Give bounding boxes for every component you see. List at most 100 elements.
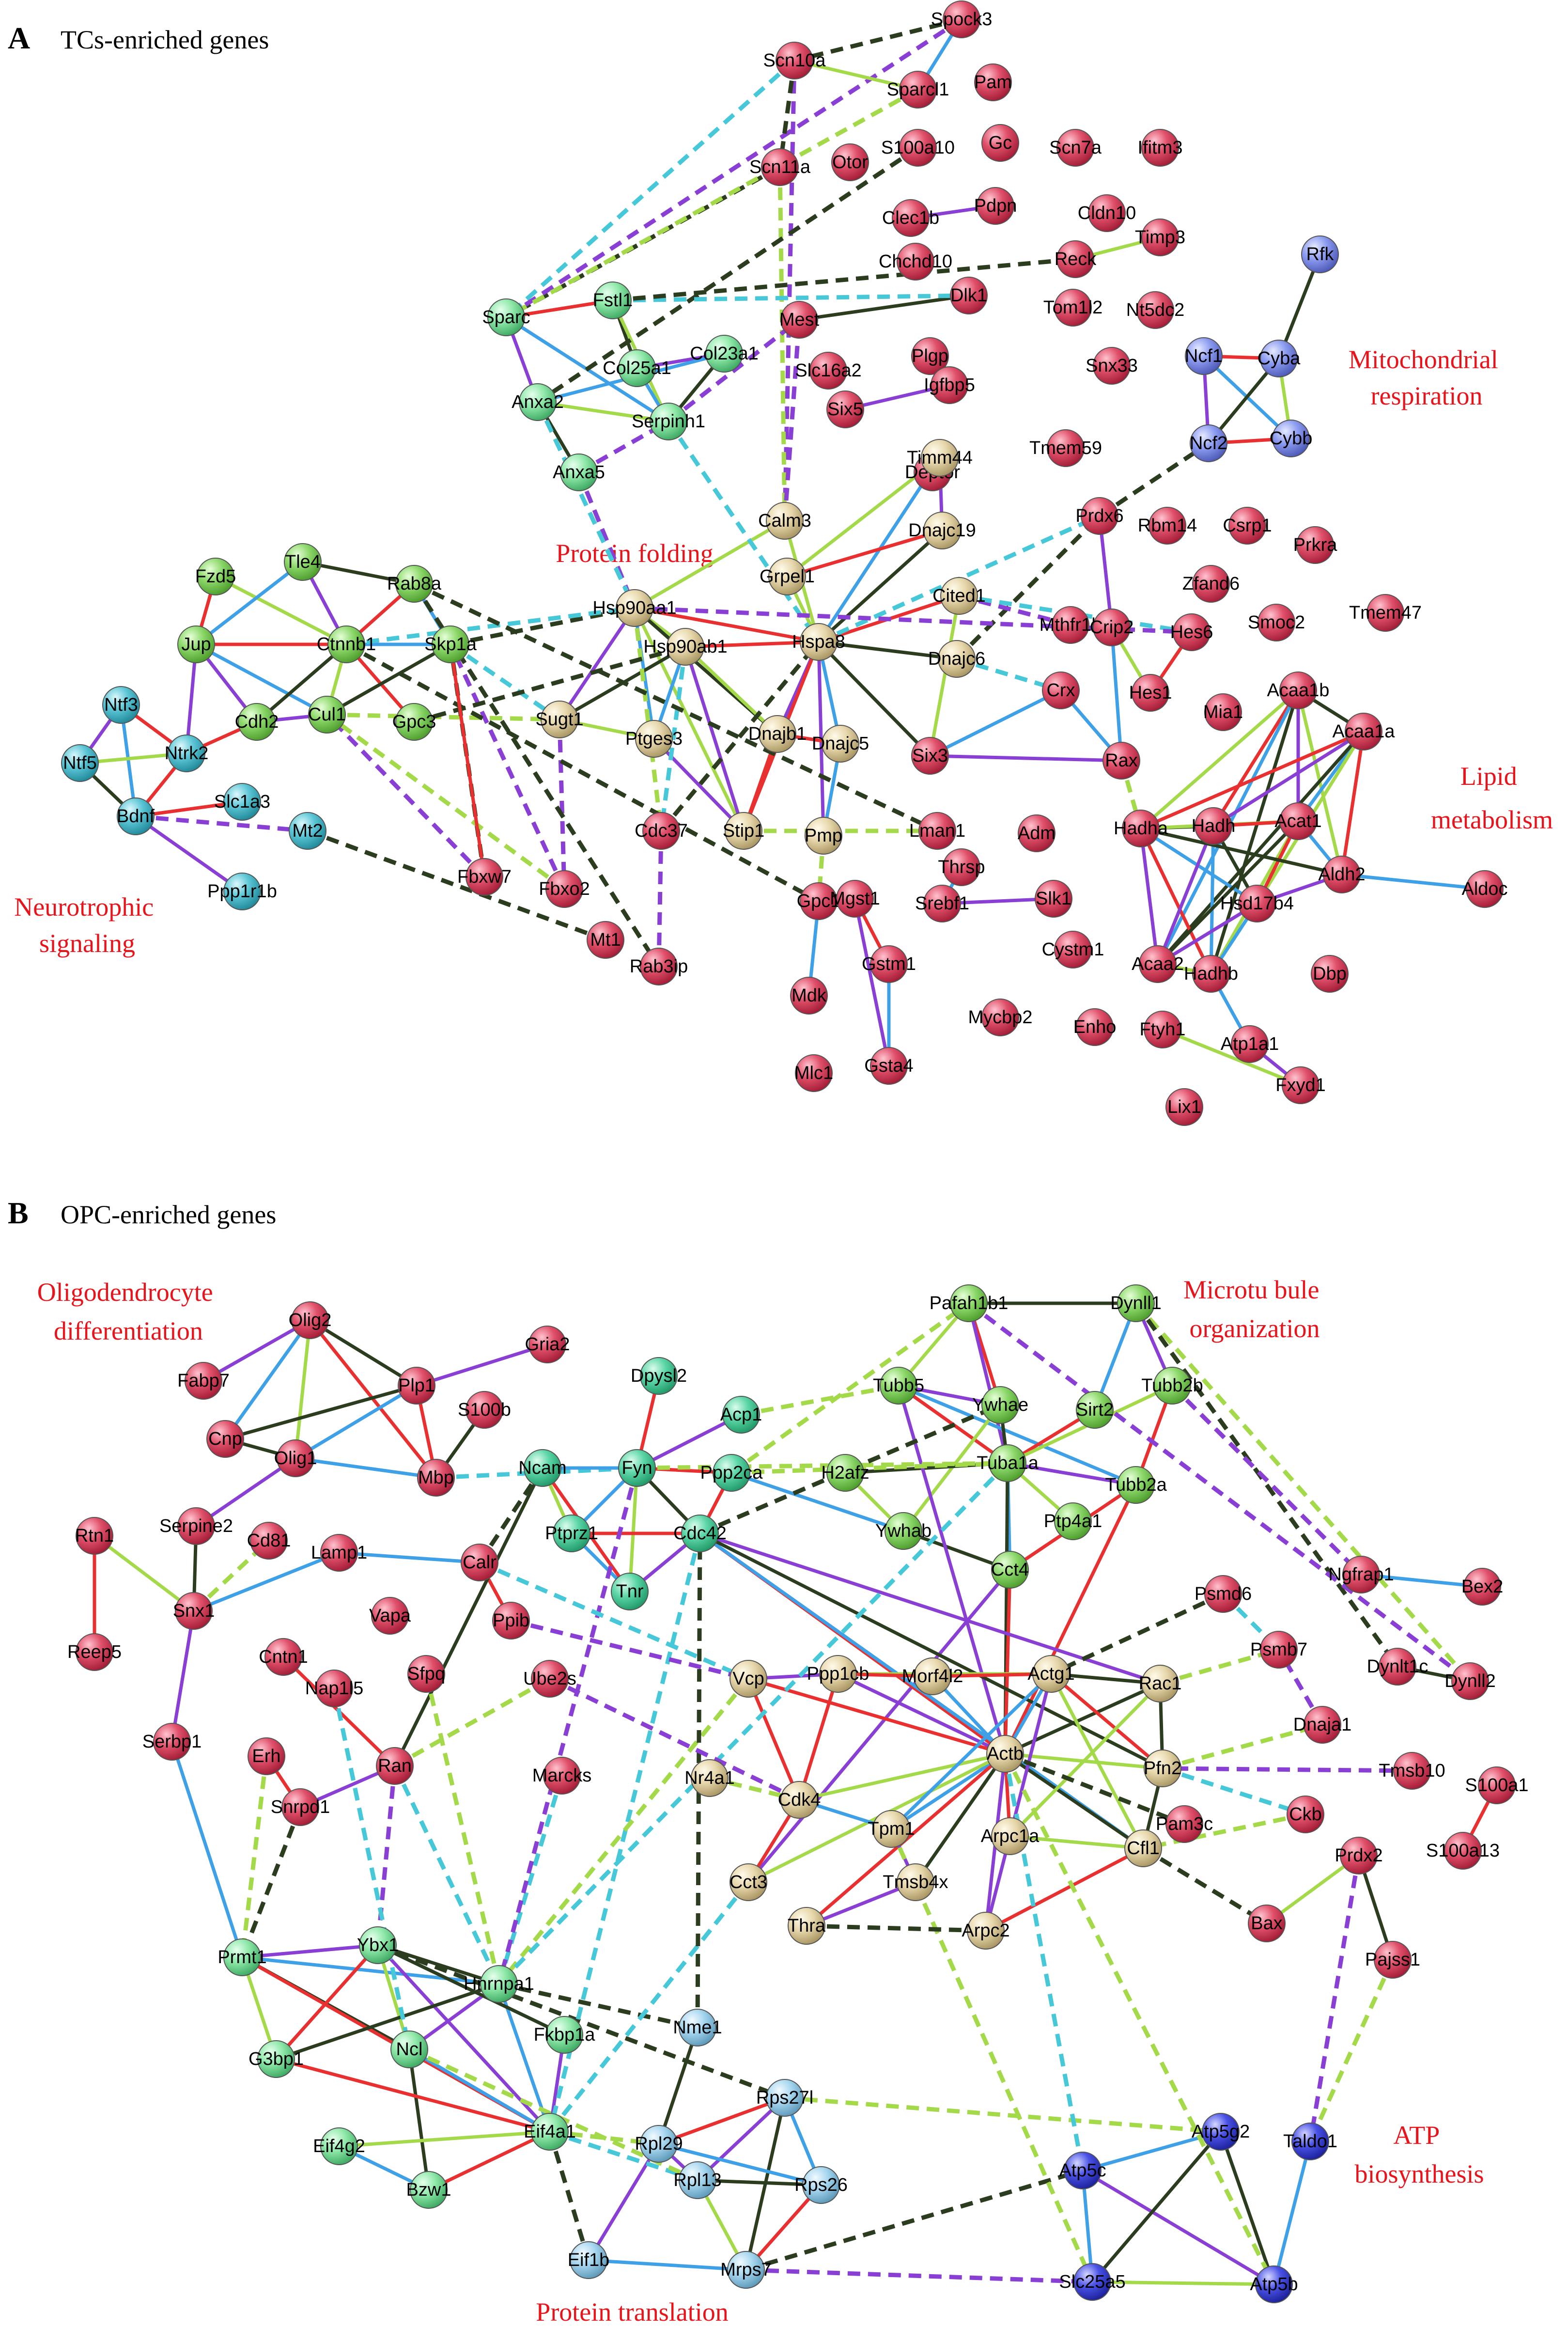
gene-node-pdpn[interactable]: Pdpn bbox=[974, 187, 1017, 225]
gene-node-csrp1[interactable]: Csrp1 bbox=[1223, 507, 1272, 545]
gene-node-hnrnpa1[interactable]: Hnrnpa1 bbox=[464, 1965, 534, 2003]
gene-node-tmem59[interactable]: Tmem59 bbox=[1029, 429, 1102, 467]
gene-node-dynll2[interactable]: Dynll2 bbox=[1444, 1662, 1496, 1700]
gene-node-serbp1[interactable]: Serbp1 bbox=[142, 1723, 202, 1761]
gene-node-ywhab[interactable]: Ywhab bbox=[875, 1512, 931, 1550]
gene-node-smoc2[interactable]: Smoc2 bbox=[1248, 604, 1305, 641]
gene-node-fyn[interactable]: Fyn bbox=[618, 1449, 656, 1487]
gene-node-ppp1cb[interactable]: Ppp1cb bbox=[807, 1655, 869, 1693]
gene-node-sfpq[interactable]: Sfpq bbox=[407, 1655, 445, 1693]
gene-node-lman1[interactable]: Lman1 bbox=[909, 812, 965, 850]
gene-node-dnaja1[interactable]: Dnaja1 bbox=[1293, 1706, 1351, 1744]
gene-node-s100b[interactable]: S100b bbox=[458, 1391, 511, 1429]
gene-node-sparc[interactable]: Sparc bbox=[482, 298, 530, 336]
gene-node-reep5[interactable]: Reep5 bbox=[67, 1633, 122, 1671]
gene-node-sparcl1[interactable]: Sparcl1 bbox=[887, 71, 949, 109]
gene-node-taldo1[interactable]: Taldo1 bbox=[1283, 2123, 1337, 2160]
gene-node-s100a10[interactable]: S100a10 bbox=[881, 129, 955, 167]
gene-node-hspa8[interactable]: Hspa8 bbox=[792, 623, 845, 661]
gene-node-mia1[interactable]: Mia1 bbox=[1203, 693, 1243, 731]
gene-node-stip1[interactable]: Stip1 bbox=[723, 812, 765, 850]
gene-node-snx1[interactable]: Snx1 bbox=[173, 1592, 215, 1630]
gene-node-lamp1[interactable]: Lamp1 bbox=[311, 1534, 367, 1572]
gene-node-crip2[interactable]: Crip2 bbox=[1090, 609, 1134, 646]
gene-node-pam3c[interactable]: Pam3c bbox=[1156, 1805, 1213, 1843]
gene-node-aldh2[interactable]: Aldh2 bbox=[1318, 856, 1366, 893]
gene-node-tmsb10[interactable]: Tmsb10 bbox=[1379, 1752, 1445, 1790]
gene-node-otor[interactable]: Otor bbox=[831, 143, 869, 181]
gene-node-hadh[interactable]: Hadh bbox=[1192, 807, 1236, 845]
gene-node-plp1[interactable]: Plp1 bbox=[398, 1367, 435, 1405]
gene-node-dpysl2[interactable]: Dpysl2 bbox=[631, 1357, 687, 1395]
gene-node-hes1[interactable]: Hes1 bbox=[1129, 674, 1172, 712]
gene-node-tuba1a[interactable]: Tuba1a bbox=[977, 1444, 1039, 1482]
gene-node-fxyd1[interactable]: Fxyd1 bbox=[1275, 1066, 1326, 1104]
gene-node-sugt1[interactable]: Sugt1 bbox=[535, 701, 584, 738]
gene-node-cntn1[interactable]: Cntn1 bbox=[259, 1638, 308, 1676]
gene-node-ncf2[interactable]: Ncf2 bbox=[1190, 424, 1227, 462]
gene-node-rpl13[interactable]: Rpl13 bbox=[673, 2161, 722, 2199]
gene-node-timp3[interactable]: Timp3 bbox=[1135, 219, 1185, 256]
gene-node-rab8a[interactable]: Rab8a bbox=[387, 565, 442, 603]
gene-node-hsp90ab1[interactable]: Hsp90ab1 bbox=[643, 628, 728, 666]
gene-node-rpl29[interactable]: Rpl29 bbox=[635, 2125, 683, 2163]
gene-node-jup[interactable]: Jup bbox=[177, 625, 215, 663]
gene-node-arpc2[interactable]: Arpc2 bbox=[962, 1912, 1010, 1950]
gene-node-cystm1[interactable]: Cystm1 bbox=[1042, 931, 1104, 968]
gene-node-rac1[interactable]: Rac1 bbox=[1139, 1665, 1182, 1702]
gene-node-dbp[interactable]: Dbp bbox=[1311, 955, 1349, 993]
gene-node-erh[interactable]: Erh bbox=[248, 1737, 285, 1775]
gene-node-gstm1[interactable]: Gstm1 bbox=[862, 945, 916, 983]
gene-node-rps27l[interactable]: Rps27l bbox=[756, 2079, 813, 2117]
gene-node-ntrk2[interactable]: Ntrk2 bbox=[165, 734, 209, 772]
gene-node-ptp4a1[interactable]: Ptp4a1 bbox=[1044, 1502, 1102, 1540]
gene-node-nr4a1[interactable]: Nr4a1 bbox=[684, 1759, 735, 1797]
gene-node-mthfr1b[interactable]: Mthfr1b bbox=[1040, 606, 1102, 644]
gene-node-ybx1[interactable]: Ybx1 bbox=[357, 1926, 399, 1964]
gene-node-ncam[interactable]: Ncam bbox=[518, 1449, 567, 1487]
gene-node-dnajb1[interactable]: Dnajb1 bbox=[748, 715, 807, 753]
gene-node-ppp1r1b[interactable]: Ppp1r1b bbox=[207, 873, 277, 910]
gene-node-reck[interactable]: Reck bbox=[1055, 240, 1097, 278]
gene-node-cul1[interactable]: Cul1 bbox=[308, 696, 346, 734]
gene-node-anxa2[interactable]: Anxa2 bbox=[512, 383, 564, 421]
gene-node-timm44[interactable]: Timm44 bbox=[907, 439, 973, 477]
gene-node-gsta4[interactable]: Gsta4 bbox=[864, 1047, 914, 1085]
gene-node-nap1l5[interactable]: Nap1l5 bbox=[305, 1670, 363, 1707]
gene-node-eif1b[interactable]: Eif1b bbox=[568, 2241, 610, 2279]
gene-node-ntf5[interactable]: Ntf5 bbox=[61, 744, 99, 782]
gene-node-ptprz1[interactable]: Ptprz1 bbox=[545, 1515, 598, 1552]
gene-node-atp5b[interactable]: Atp5b bbox=[1250, 2265, 1298, 2303]
gene-node-mlc1[interactable]: Mlc1 bbox=[794, 1054, 833, 1092]
gene-node-cct3[interactable]: Cct3 bbox=[730, 1863, 767, 1901]
gene-node-pmp[interactable]: Pmp bbox=[805, 817, 842, 855]
gene-node-slc25a5[interactable]: Slc25a5 bbox=[1059, 2263, 1126, 2301]
gene-node-cited1[interactable]: Cited1 bbox=[932, 577, 986, 615]
gene-node-tmsb4x[interactable]: Tmsb4x bbox=[883, 1863, 948, 1901]
gene-node-cct4[interactable]: Cct4 bbox=[991, 1551, 1029, 1589]
gene-node-skp1a[interactable]: Skp1a bbox=[424, 625, 477, 663]
gene-node-fkbp1a[interactable]: Fkbp1a bbox=[534, 2016, 596, 2054]
gene-node-dnajc19[interactable]: Dnajc19 bbox=[908, 512, 976, 549]
gene-node-h2afz[interactable]: H2afz bbox=[821, 1454, 869, 1492]
gene-node-ppib[interactable]: Ppib bbox=[492, 1602, 530, 1640]
gene-node-vcp[interactable]: Vcp bbox=[730, 1660, 767, 1698]
gene-node-atp1a1[interactable]: Atp1a1 bbox=[1221, 1025, 1279, 1063]
gene-node-dnajc5[interactable]: Dnajc5 bbox=[812, 725, 869, 763]
gene-node-olig1[interactable]: Olig1 bbox=[274, 1439, 317, 1477]
gene-node-igfbp5[interactable]: Igfbp5 bbox=[924, 366, 975, 404]
gene-node-ifitm3[interactable]: Ifitm3 bbox=[1138, 129, 1183, 167]
gene-node-dynlt1c[interactable]: Dynlt1c bbox=[1367, 1648, 1428, 1686]
gene-node-ftyh1[interactable]: Ftyh1 bbox=[1139, 1011, 1186, 1048]
gene-node-thra[interactable]: Thra bbox=[788, 1907, 826, 1945]
gene-node-cdh2[interactable]: Cdh2 bbox=[235, 703, 279, 741]
gene-node-tom1l2[interactable]: Tom1l2 bbox=[1043, 289, 1103, 327]
gene-node-rab3ip[interactable]: Rab3ip bbox=[630, 948, 688, 985]
gene-node-ntf3[interactable]: Ntf3 bbox=[102, 686, 140, 724]
gene-node-hadha[interactable]: Hadha bbox=[1114, 810, 1168, 847]
gene-node-zfand6[interactable]: Zfand6 bbox=[1182, 565, 1240, 603]
gene-node-rps26[interactable]: Rps26 bbox=[794, 2166, 848, 2204]
gene-node-mgst1[interactable]: Mgst1 bbox=[830, 880, 880, 918]
gene-node-actg1[interactable]: Actg1 bbox=[1027, 1655, 1075, 1693]
gene-node-hsp90aa1[interactable]: Hsp90aa1 bbox=[592, 589, 677, 627]
